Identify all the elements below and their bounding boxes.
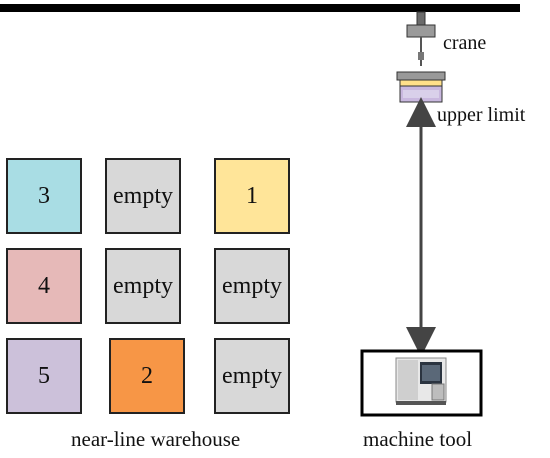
crane-icon: [406, 11, 436, 66]
warehouse-cell: 3: [6, 158, 82, 234]
gripper-icon: [396, 71, 446, 103]
warehouse-cell: 2: [109, 338, 185, 414]
warehouse-cell: empty: [214, 248, 290, 324]
cnc-lathe-icon: [395, 357, 447, 405]
warehouse-cell: empty: [105, 248, 181, 324]
crane-label: crane: [443, 32, 487, 54]
warehouse-label: near-line warehouse: [71, 427, 241, 451]
machine-tool-label: machine tool: [363, 427, 473, 451]
upper-limit-label: upper limit: [437, 104, 526, 126]
warehouse-cell: empty: [105, 158, 181, 234]
warehouse-cell: 1: [214, 158, 290, 234]
warehouse-cell: empty: [214, 338, 290, 414]
warehouse-cell: 5: [6, 338, 82, 414]
warehouse-cell: 4: [6, 248, 82, 324]
